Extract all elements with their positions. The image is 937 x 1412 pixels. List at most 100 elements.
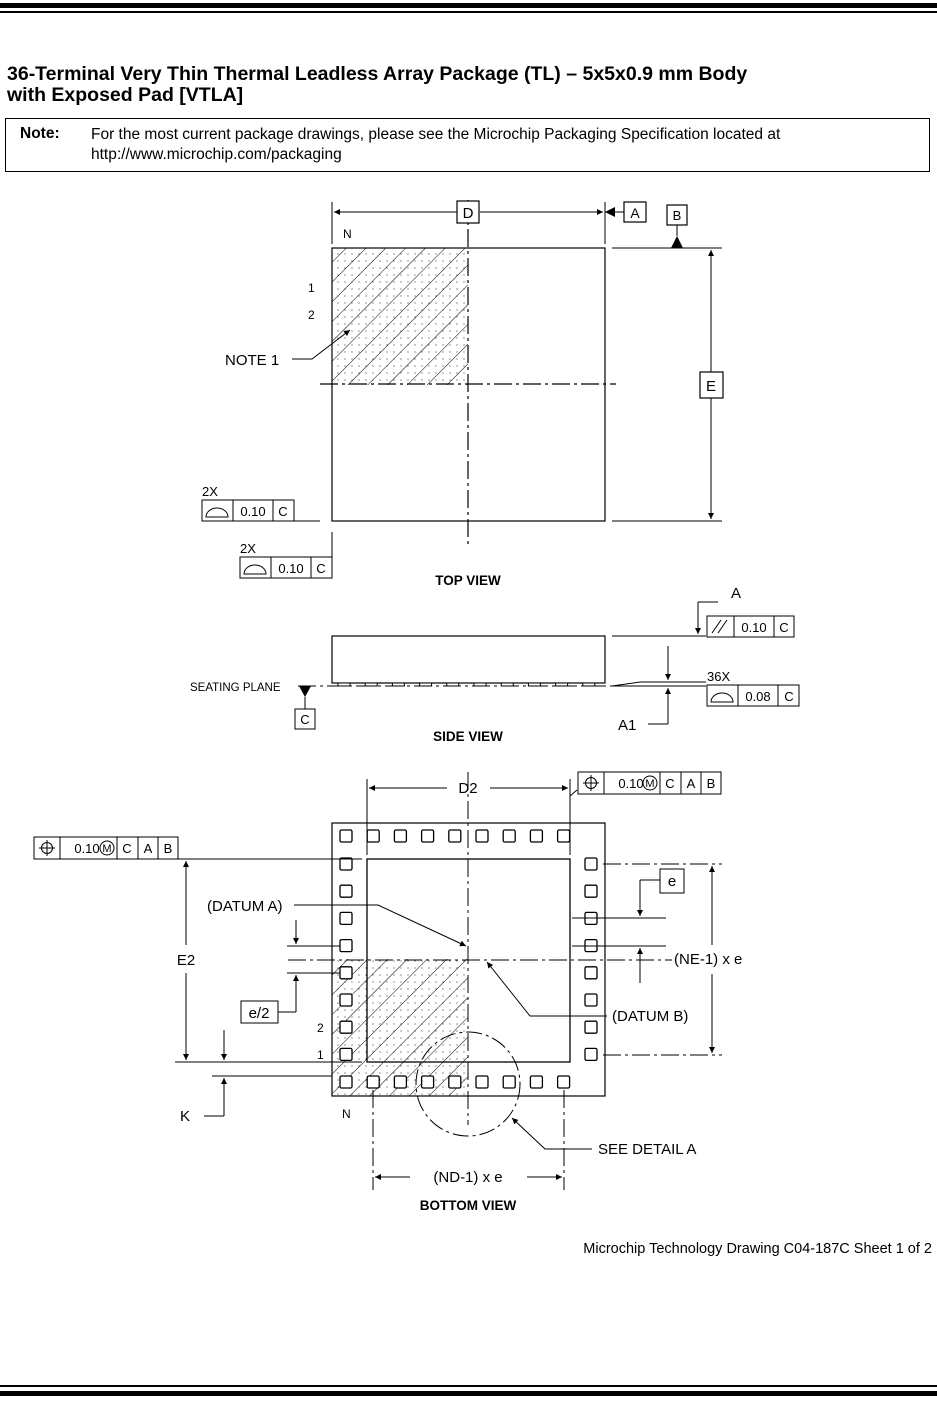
e-pitch-label: e [668,873,676,890]
top-pin-n: N [343,227,352,241]
terminal-pad-left [339,966,353,980]
side-terminal [337,682,351,687]
parallel-fcf [706,615,795,638]
note-line-2: http://www.microchip.com/packaging [91,146,342,163]
top-view-text: D E A B N 1 2 NOTE 1 2X 0.10 C 2X 0.10 C… [202,205,716,588]
pos-top-tol: 0.10 [618,776,643,791]
note1-label: NOTE 1 [225,352,279,369]
datum-b-label: B [673,208,682,223]
bottom-view [33,771,722,1190]
fcf2-tol: 0.10 [278,561,303,576]
ne-label: (NE-1) x e [674,951,742,968]
side-view-text: SEATING PLANE C A A1 0.10 C 36X 0.08 C S… [190,585,794,744]
side-terminal [500,682,514,687]
terminal-pad-left [339,884,353,898]
terminal-pad-left [339,857,353,871]
top-fcf-1 [201,499,320,522]
top-pin-1: 1 [308,281,315,295]
terminal-pad-bottom [448,1075,462,1089]
detail-a-leader [511,1117,592,1150]
pos-top-ref-2: A [687,776,696,791]
footer-rule-thick [0,1391,937,1396]
datum-a-label: A [630,205,640,221]
see-detail-label: SEE DETAIL A [598,1141,696,1158]
datum-a-leader [294,904,467,947]
profile-tol: 0.08 [745,689,770,704]
terminal-pad-right [584,1020,598,1034]
drawing-footer: Microchip Technology Drawing C04-187C Sh… [583,1241,932,1257]
terminal-pad-right [584,993,598,1007]
e-half-label: e/2 [249,1005,270,1022]
fcf1-ref: C [278,504,287,519]
terminal-pad-top [393,829,408,843]
terminal-pad-bottom [556,1075,571,1089]
terminal-pad-bottom [420,1075,435,1089]
terminal-pad-left [339,911,353,926]
terminal-pad-left [339,993,353,1007]
terminal-pad-top [339,829,353,843]
datum-a-text: (DATUM A) [207,898,283,915]
terminal-pad-bottom [339,1075,353,1089]
note-label: Note: [20,125,60,142]
e-half-box [240,1000,279,1024]
note-line-1: For the most current package drawings, p… [91,126,781,143]
terminal-pad-bottom [475,1075,489,1089]
bottom-pin-n: N [342,1107,351,1121]
top-view [201,200,724,579]
terminal-pad-right [584,857,598,871]
k-label: K [180,1108,190,1125]
note-text: For the most current package drawings, p… [91,125,921,165]
side-terminal [555,682,569,687]
datum-b-text: (DATUM B) [612,1008,688,1025]
fcf2-count: 2X [240,541,256,556]
dim-d2-label: D2 [458,780,477,797]
detail-a-circle [415,1031,521,1137]
side-view-caption: SIDE VIEW [433,729,503,744]
pos-fcf-top [577,771,722,795]
profile-count: 36X [707,669,730,684]
datum-c-label: C [300,712,309,727]
terminal-pad-right [584,884,598,898]
terminal-pad-right [584,1047,598,1062]
note-box: Note: For the most current package drawi… [5,118,930,172]
profile-ref: C [784,689,793,704]
side-terminal [473,682,487,687]
parallel-ref: C [779,620,788,635]
terminal-pad-right [584,966,598,980]
side-terminal [419,682,433,687]
side-terminal [446,682,460,687]
side-terminal [364,682,378,687]
bottom-view-caption: BOTTOM VIEW [420,1198,517,1213]
terminal-pad-top [420,829,435,843]
e-label-box [699,371,724,399]
label-a: A [731,585,741,602]
profile-fcf [706,684,800,707]
terminal-pad-top [448,829,462,843]
top-pin-2: 2 [308,308,315,322]
footer-rule-thin [0,1385,937,1387]
side-package-body [331,635,606,684]
terminal-pad-bottom [529,1075,544,1089]
terminal-pad-left [339,1047,353,1062]
terminal-pad-top [366,829,380,843]
terminal-pad-top [556,829,571,843]
terminal-pad-left [339,1020,353,1034]
terminal-pad-top [502,829,516,843]
top-view-caption: TOP VIEW [435,573,501,588]
top-quadrant-hatch [332,248,468,385]
dim-e2-label: E2 [177,952,195,969]
side-terminal [527,682,541,687]
bottom-pads [339,829,598,1089]
dim-e-label: E [706,378,716,395]
terminal-pad-left [339,938,353,953]
terminal-pad-bottom [502,1075,516,1089]
header-rule-thick [0,3,937,8]
fcf2-ref: C [316,561,325,576]
datum-b-leader [486,961,607,1017]
dim-d-label: D [463,205,474,222]
pos-left-tol: 0.10 [74,841,99,856]
pos-fcf-left [33,836,179,860]
header-rule-thin [0,11,937,13]
seating-plane-label: SEATING PLANE [190,682,281,694]
